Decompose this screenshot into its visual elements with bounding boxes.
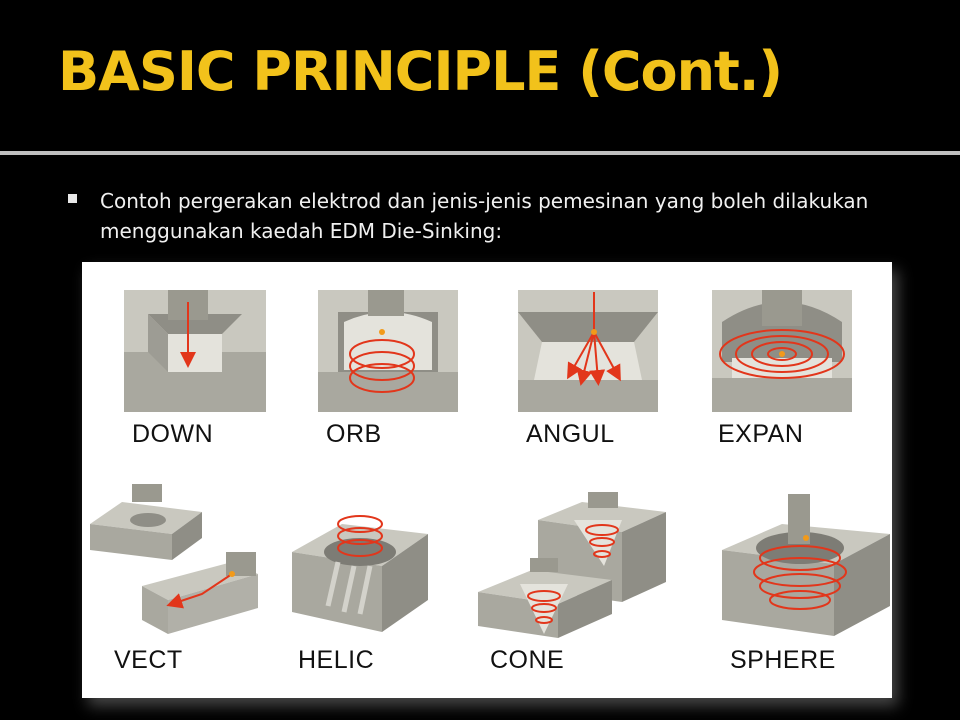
figure-label-orb: ORB [326, 420, 382, 448]
cone-illustration [478, 492, 666, 638]
figure-label-sphere: SPHERE [730, 646, 836, 674]
title-divider [0, 151, 960, 155]
down-illustration [124, 290, 266, 412]
angul-illustration [518, 290, 658, 412]
slide-title: BASIC PRINCIPLE (Cont.) [58, 40, 783, 103]
square-bullet-icon [68, 194, 77, 203]
figure-label-expan: EXPAN [718, 420, 804, 448]
figure-label-angul: ANGUL [526, 420, 615, 448]
helic-illustration [292, 515, 428, 632]
sphere-illustration [722, 494, 890, 636]
edm-figure-panel: DOWN ORB ANGUL EXPAN VECT HELIC CONE SPH… [82, 262, 892, 698]
orb-illustration [318, 290, 458, 412]
figure-label-helic: HELIC [298, 646, 375, 674]
expan-illustration [712, 290, 852, 412]
figure-label-cone: CONE [490, 646, 565, 674]
bullet-text: Contoh pergerakan elektrod dan jenis-jen… [100, 189, 869, 243]
title-bar: BASIC PRINCIPLE (Cont.) [0, 0, 960, 150]
figure-label-down: DOWN [132, 420, 214, 448]
figure-label-vect: VECT [114, 646, 183, 674]
vect-illustration [90, 484, 258, 634]
edm-illustrations [90, 290, 890, 638]
